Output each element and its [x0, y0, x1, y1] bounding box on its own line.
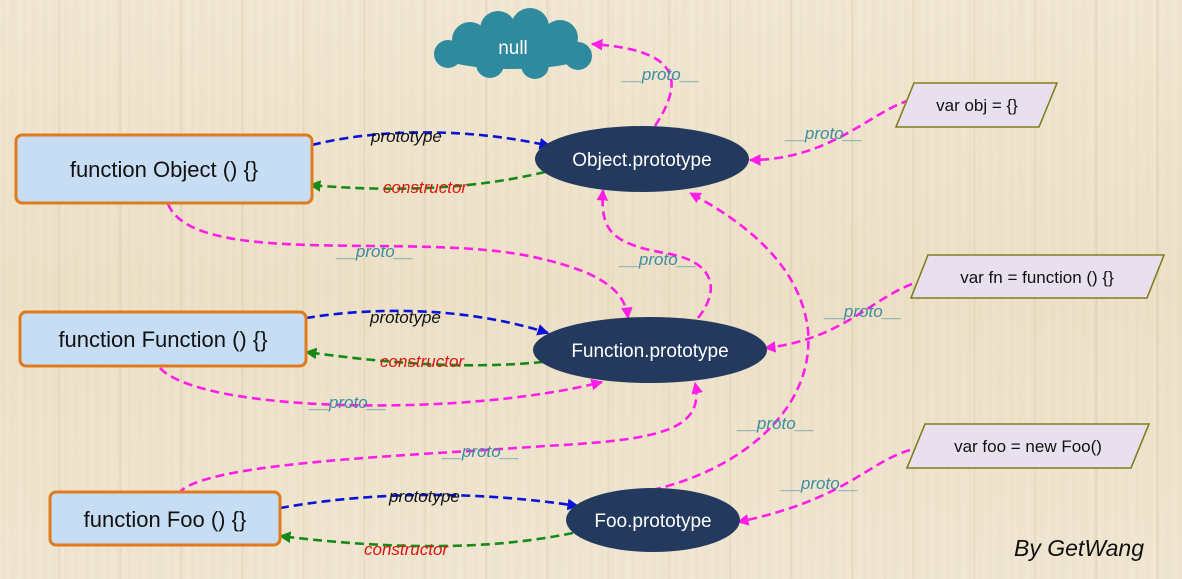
edge-fooctor-proto [176, 381, 703, 495]
edge-function-constructor [304, 347, 544, 367]
object-prototype-node: Object.prototype [535, 126, 749, 192]
var-foo-node: var foo = new Foo() [905, 423, 1151, 469]
label-proto-foo-var: __proto__ [780, 474, 859, 493]
edge-objproto-to-null [590, 38, 673, 127]
edge-object-constructor [308, 170, 546, 192]
edge-funcproto-to-objproto [596, 188, 713, 319]
label-proto-foo-ctor: __proto__ [441, 442, 520, 461]
label-proto-fn-var: __proto__ [823, 302, 902, 321]
author-credit: By GetWang [1014, 535, 1144, 561]
edge-fn-var-proto [763, 282, 913, 353]
label-proto-object-ctor: __proto__ [335, 242, 414, 261]
var-foo-label: var foo = new Foo() [954, 437, 1102, 456]
edge-functionctor-proto [159, 367, 604, 407]
label-foo-constructor: constructor [364, 540, 449, 559]
label-proto-null: __proto__ [621, 65, 700, 84]
function-constructor-label: function Function () {} [58, 327, 267, 352]
foo-constructor-label: function Foo () {} [84, 507, 247, 532]
edge-objectctor-proto [166, 203, 633, 320]
null-cloud: null [434, 8, 592, 79]
edge-object-prototype [311, 131, 552, 150]
edge-obj-var-proto [748, 98, 911, 166]
label-object-prototype: prototype [370, 127, 442, 146]
label-function-prototype: prototype [369, 308, 441, 327]
object-prototype-label: Object.prototype [572, 150, 711, 171]
null-label: null [498, 38, 528, 59]
label-proto-function-ctor: __proto__ [308, 393, 387, 412]
edge-labels: prototype constructor prototype construc… [308, 65, 902, 559]
function-prototype-node: Function.prototype [533, 317, 767, 383]
edge-function-prototype [305, 309, 550, 336]
var-obj-node: var obj = {} [894, 82, 1059, 128]
edge-foo-prototype [279, 493, 580, 511]
label-proto-obj-var: __proto__ [784, 124, 863, 143]
label-object-constructor: constructor [383, 178, 468, 197]
object-constructor-label: function Object () {} [70, 157, 258, 182]
foo-prototype-node: Foo.prototype [566, 488, 740, 552]
var-fn-label: var fn = function () {} [960, 268, 1114, 287]
label-function-constructor: constructor [380, 352, 465, 371]
foo-constructor-node: function Foo () {} [48, 490, 282, 547]
function-prototype-label: Function.prototype [571, 341, 728, 362]
label-proto-fooproto: __proto__ [736, 414, 815, 433]
object-constructor-node: function Object () {} [14, 133, 314, 205]
var-obj-label: var obj = {} [936, 96, 1018, 115]
edge-foo-var-proto [736, 448, 911, 526]
edge-foo-constructor [278, 531, 574, 548]
edges [159, 38, 913, 548]
var-fn-node: var fn = function () {} [909, 254, 1166, 299]
function-constructor-node: function Function () {} [18, 310, 308, 368]
edge-fooproto-to-objproto [651, 191, 810, 492]
foo-prototype-label: Foo.prototype [594, 511, 711, 532]
label-foo-prototype: prototype [388, 487, 460, 506]
label-proto-funcproto: __proto__ [618, 250, 697, 269]
